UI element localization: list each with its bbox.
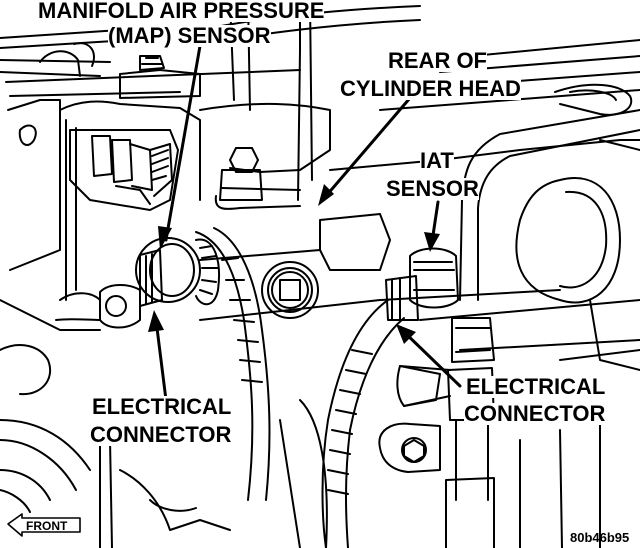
iat-label-line1: IAT (420, 148, 454, 173)
left-connector-label-line2: CONNECTOR (90, 422, 232, 447)
lower-left-hoses (0, 344, 640, 548)
right-connector-arrowhead (396, 324, 416, 344)
rear-head-leader (324, 96, 412, 198)
rear-head-arrowhead (318, 184, 334, 206)
iat-harness-hose (321, 299, 405, 548)
hex-bolt-upper (214, 147, 301, 210)
front-arrow-icon (7, 513, 81, 537)
right-connector-label-line2: CONNECTOR (464, 401, 606, 426)
map-sensor-arrowhead (158, 226, 172, 250)
figure-id-code: 80b46b95 (570, 530, 630, 545)
right-connector-leader (400, 328, 462, 388)
map-connector-housing (69, 129, 179, 211)
square-drive-plug (261, 261, 319, 319)
map-sensor (55, 237, 220, 329)
callout-leaders (148, 44, 462, 402)
front-orientation-label: FRONT (26, 519, 68, 533)
mounting-bracket (0, 29, 301, 331)
map-sensor-label-line2: (MAP) SENSOR (108, 23, 271, 48)
map-sensor-label-line1: MANIFOLD AIR PRESSURE (38, 0, 325, 23)
left-connector-leader (154, 318, 168, 402)
left-connector-label-line1: ELECTRICAL (92, 394, 232, 419)
right-connector-label-line1: ELECTRICAL (466, 374, 606, 399)
rear-head-label-line1: REAR OF (388, 48, 487, 73)
map-sensor-leader (164, 44, 202, 242)
iat-label-line2: SENSOR (386, 176, 479, 201)
left-connector-arrowhead (148, 310, 164, 332)
map-harness-hose (195, 227, 271, 501)
iat-sensor (385, 247, 459, 321)
cylinder-head-block (199, 139, 640, 371)
iat-arrowhead (424, 232, 440, 252)
rear-head-label-line2: CYLINDER HEAD (340, 76, 521, 101)
tee-fitting (378, 365, 451, 473)
